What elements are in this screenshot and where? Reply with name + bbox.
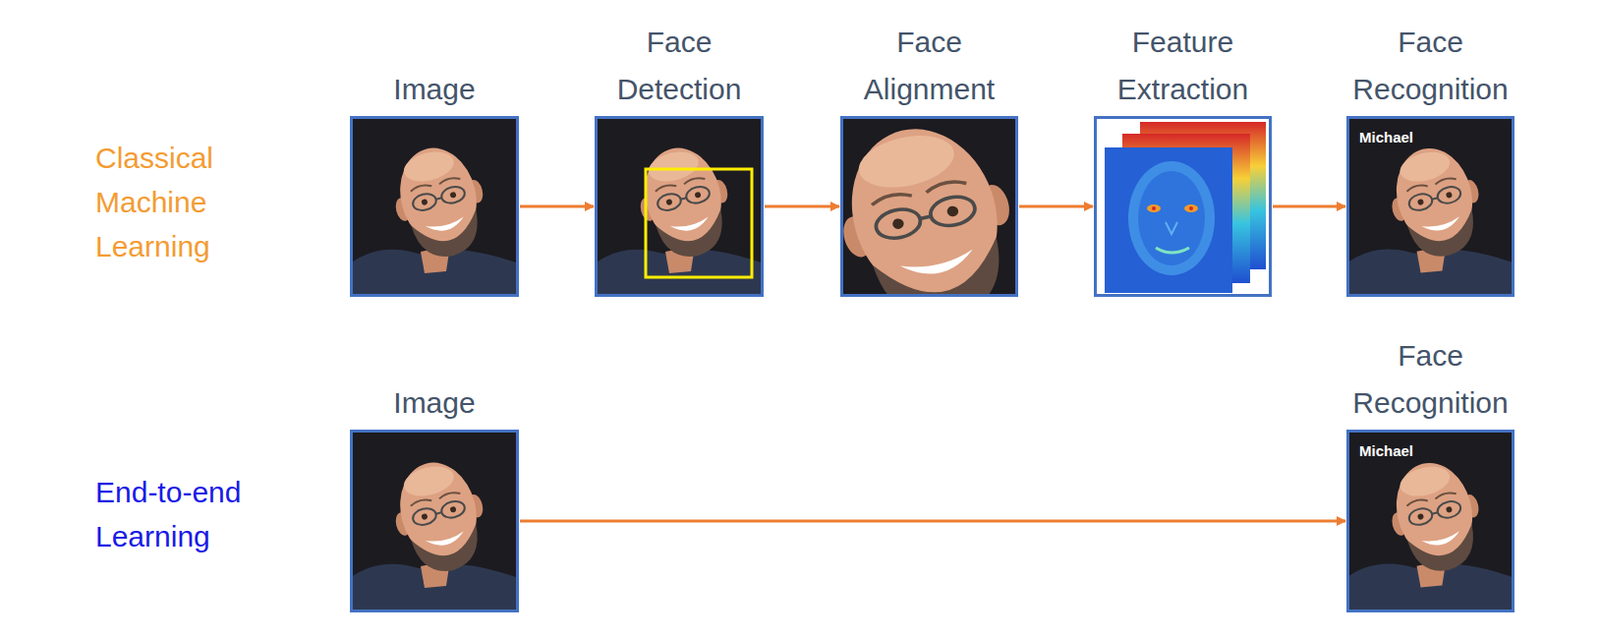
approach-label: Classical Machine Learning <box>95 135 253 269</box>
flow-arrow <box>519 205 594 209</box>
stage-heading: Feature Extraction <box>1089 18 1277 114</box>
stage-heading: Face Recognition <box>1337 18 1525 114</box>
stage-heading: Face Detection <box>585 18 773 114</box>
stage-heading: Image <box>341 379 528 427</box>
flow-arrow <box>1272 205 1346 209</box>
flow-arrow <box>764 205 840 209</box>
flow-arrow <box>1019 205 1093 209</box>
image-box: Image <box>349 429 519 613</box>
image-box: Face RecognitionMichael <box>1346 115 1515 297</box>
stage-heading: Image <box>341 65 528 114</box>
image-box: Face RecognitionMichael <box>1346 429 1515 613</box>
flow-arrow <box>519 519 1346 523</box>
image-box: Feature Extraction <box>1093 115 1272 297</box>
identity-tag: Michael <box>1359 128 1414 147</box>
stage-heading: Face Alignment <box>836 18 1024 114</box>
image-box: Image <box>349 115 519 297</box>
identity-tag: Michael <box>1359 442 1414 460</box>
stage-heading: Face Recognition <box>1337 332 1525 427</box>
image-box: Face Alignment <box>840 115 1019 297</box>
image-box: Face Detection <box>594 115 764 297</box>
approach-label: End-to-end Learning <box>95 469 263 559</box>
